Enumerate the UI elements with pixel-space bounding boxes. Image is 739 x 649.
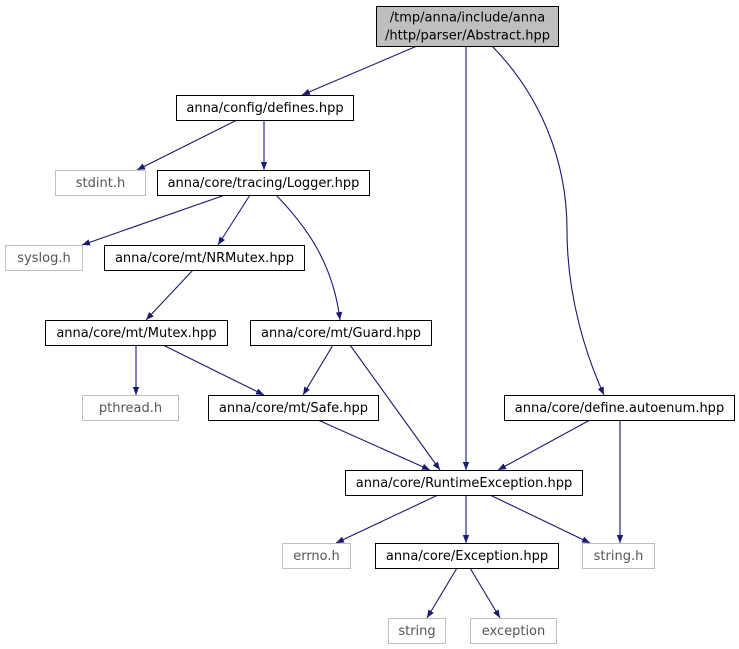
edge-arrow xyxy=(426,567,458,619)
node-errno: errno.h xyxy=(282,543,351,569)
node-box xyxy=(250,320,432,346)
node-layer: /tmp/anna/include/anna/http/parser/Abstr… xyxy=(5,6,735,644)
edge-arrow xyxy=(136,119,238,171)
node-box xyxy=(82,395,179,421)
node-box xyxy=(345,470,583,496)
edge-exception_hpp-to-exception xyxy=(469,567,501,619)
edge-autoenum-to-runtime xyxy=(497,419,591,471)
node-box xyxy=(5,245,83,271)
edge-arrow xyxy=(497,419,591,471)
edge-arrow xyxy=(469,567,501,619)
edge-arrow xyxy=(217,194,251,246)
edge-arrow xyxy=(275,194,343,321)
edge-safe-to-runtime xyxy=(317,419,431,471)
node-label: string.h xyxy=(594,549,644,564)
edge-arrow xyxy=(301,45,418,96)
edge-logger-to-guard xyxy=(275,194,343,321)
node-syslog: syslog.h xyxy=(5,245,83,271)
node-label: anna/core/mt/Guard.hpp xyxy=(261,326,421,341)
edge-exception_hpp-to-string xyxy=(426,567,458,619)
edge-abstract-to-defines xyxy=(301,45,418,96)
node-box xyxy=(388,618,446,644)
node-box xyxy=(375,543,559,569)
edge-arrow xyxy=(489,494,591,544)
edge-arrow xyxy=(349,344,441,471)
node-nrmutex[interactable]: anna/core/mt/NRMutex.hpp xyxy=(104,245,305,271)
node-box xyxy=(376,6,559,47)
node-label: anna/core/RuntimeException.hpp xyxy=(356,476,572,491)
node-label: anna/core/mt/NRMutex.hpp xyxy=(115,251,294,266)
edge-defines-to-stdint xyxy=(136,119,238,171)
node-safe[interactable]: anna/core/mt/Safe.hpp xyxy=(208,395,379,421)
node-stringh: string.h xyxy=(582,543,655,569)
edge-arrow xyxy=(81,194,226,246)
node-label: errno.h xyxy=(293,549,340,564)
node-box xyxy=(470,618,557,644)
edge-runtime-to-stringh xyxy=(489,494,591,544)
node-label: anna/core/define.autoenum.hpp xyxy=(515,401,724,416)
edge-runtime-to-errno xyxy=(335,494,439,544)
node-runtime[interactable]: anna/core/RuntimeException.hpp xyxy=(345,470,583,496)
edge-guard-to-runtime xyxy=(349,344,441,471)
node-box xyxy=(55,170,146,196)
node-exception-hpp[interactable]: anna/core/Exception.hpp xyxy=(375,543,559,569)
node-label: anna/core/Exception.hpp xyxy=(386,549,548,564)
node-label: anna/config/defines.hpp xyxy=(186,101,343,116)
node-box xyxy=(282,543,351,569)
node-label: anna/core/mt/Safe.hpp xyxy=(219,401,368,416)
node-box xyxy=(45,320,228,346)
node-box xyxy=(208,395,379,421)
edge-nrmutex-to-mutex xyxy=(145,269,194,321)
edge-layer xyxy=(81,45,624,619)
node-abstract[interactable]: /tmp/anna/include/anna/http/parser/Abstr… xyxy=(376,6,559,47)
node-box xyxy=(176,95,354,121)
edge-guard-to-safe xyxy=(302,344,334,396)
node-label: /tmp/anna/include/anna xyxy=(390,11,545,26)
edge-abstract-to-autoenum xyxy=(491,45,605,396)
node-exception: exception xyxy=(470,618,557,644)
node-mutex[interactable]: anna/core/mt/Mutex.hpp xyxy=(45,320,228,346)
edge-logger-to-nrmutex xyxy=(217,194,251,246)
node-guard[interactable]: anna/core/mt/Guard.hpp xyxy=(250,320,432,346)
node-label: anna/core/tracing/Logger.hpp xyxy=(168,176,360,191)
node-box xyxy=(157,170,370,196)
node-label: string xyxy=(398,624,435,639)
edge-mutex-to-safe xyxy=(162,344,265,396)
edge-arrow xyxy=(162,344,265,396)
edge-logger-to-syslog xyxy=(81,194,226,246)
node-autoenum[interactable]: anna/core/define.autoenum.hpp xyxy=(504,395,735,421)
edge-arrow xyxy=(317,419,431,471)
node-defines[interactable]: anna/config/defines.hpp xyxy=(176,95,354,121)
node-stdint: stdint.h xyxy=(55,170,146,196)
edge-arrow xyxy=(145,269,194,321)
node-string: string xyxy=(388,618,446,644)
node-label: stdint.h xyxy=(76,176,125,191)
node-box xyxy=(504,395,735,421)
edge-arrow xyxy=(491,45,605,396)
node-label: exception xyxy=(482,624,546,639)
node-logger[interactable]: anna/core/tracing/Logger.hpp xyxy=(157,170,370,196)
node-box xyxy=(582,543,655,569)
node-label: pthread.h xyxy=(99,401,162,416)
edge-arrow xyxy=(335,494,439,544)
node-label: syslog.h xyxy=(17,251,70,266)
node-box xyxy=(104,245,305,271)
edge-arrow xyxy=(302,344,334,396)
node-label: anna/core/mt/Mutex.hpp xyxy=(56,326,216,341)
node-pthread: pthread.h xyxy=(82,395,179,421)
node-label: /http/parser/Abstract.hpp xyxy=(385,29,550,44)
